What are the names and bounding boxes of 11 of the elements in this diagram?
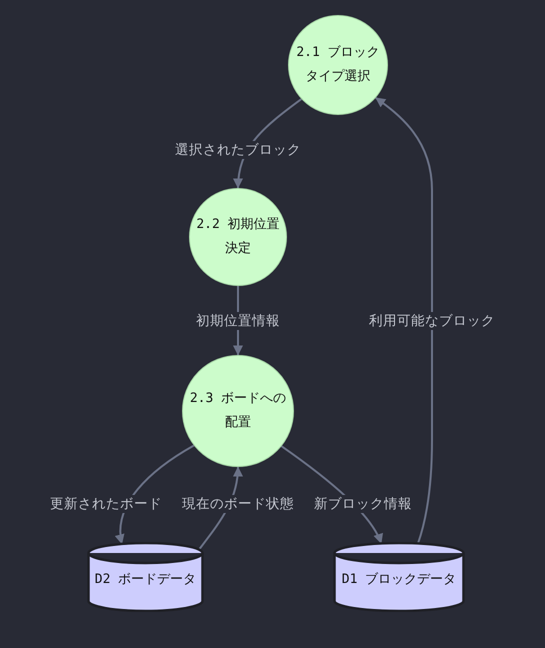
node-label: 2.2 初期位置決定 bbox=[195, 216, 281, 258]
data-store-cylinder bbox=[87, 542, 204, 612]
node-label: 2.1 ブロックタイプ選択 bbox=[295, 44, 381, 86]
edge-label: 現在のボード状態 bbox=[180, 495, 296, 513]
edge-label: 新ブロック情報 bbox=[312, 495, 414, 513]
edge-label: 初期位置情報 bbox=[194, 312, 282, 330]
node-label: D1 ブロックデータ bbox=[342, 571, 456, 589]
data-store-cylinder bbox=[333, 542, 465, 612]
node-label: 2.3 ボードへの配置 bbox=[188, 390, 288, 432]
arrow bbox=[375, 96, 433, 544]
node-label: D2 ボードデータ bbox=[94, 571, 196, 589]
